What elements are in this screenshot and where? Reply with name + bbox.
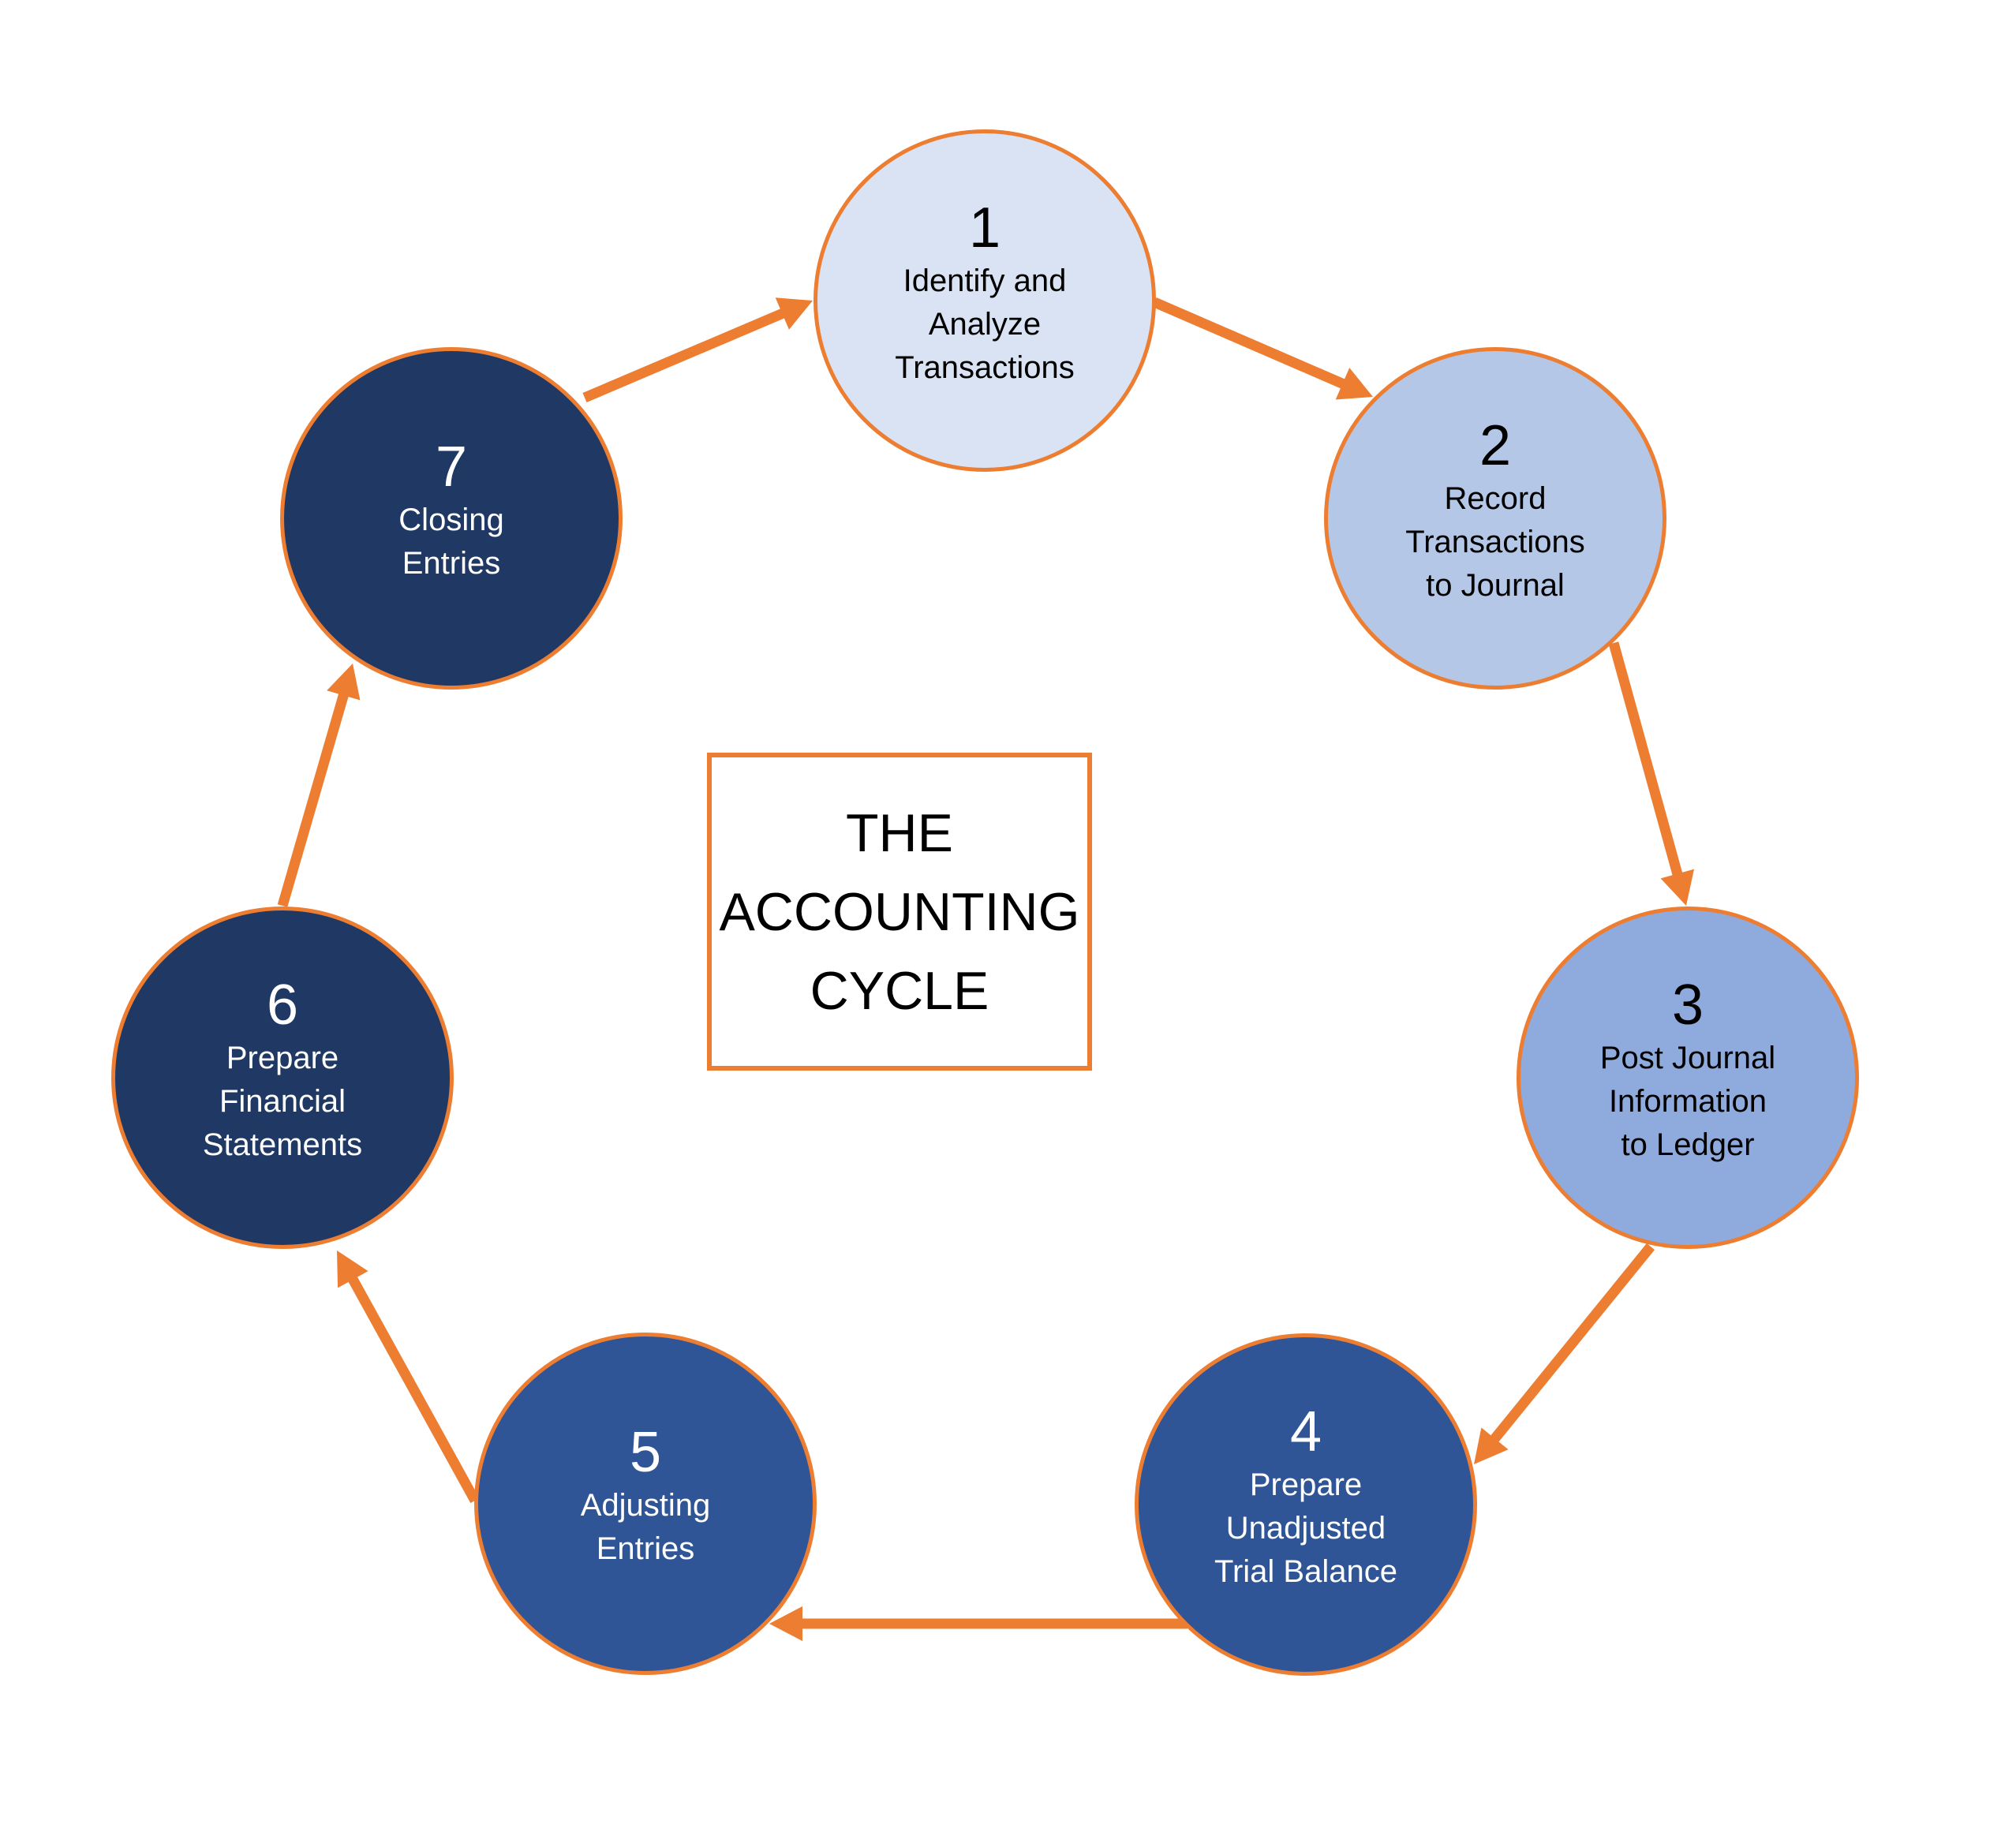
step-number: 7 xyxy=(435,436,468,499)
step-number: 5 xyxy=(629,1421,662,1484)
arrow-3-to-4 xyxy=(1474,1243,1655,1464)
arrow-1-to-2 xyxy=(1152,297,1373,400)
step-label: Record Transactions to Journal xyxy=(1405,480,1585,603)
arrowhead-icon xyxy=(769,1606,802,1641)
arrowhead-icon xyxy=(1474,1427,1509,1464)
step-number: 3 xyxy=(1671,973,1704,1037)
arrow-7-to-1 xyxy=(582,297,813,402)
arrowhead-icon xyxy=(1660,869,1695,906)
arrow-2-to-3 xyxy=(1608,641,1695,906)
title-box: THE ACCOUNTING CYCLE xyxy=(707,753,1092,1071)
arrowhead-icon xyxy=(1335,368,1373,400)
diagram-title: THE ACCOUNTING CYCLE xyxy=(719,802,1080,1021)
step-label: Prepare Unadjusted Trial Balance xyxy=(1214,1467,1397,1589)
step-label: Post Journal Information to Ledger xyxy=(1599,1040,1776,1162)
step-label: Identify and Analyze Transactions xyxy=(895,263,1075,385)
arrow-4-to-5 xyxy=(769,1606,1188,1641)
step-number: 2 xyxy=(1479,413,1512,477)
step-number: 4 xyxy=(1289,1400,1322,1464)
step-number: 1 xyxy=(968,196,1001,260)
arrowhead-icon xyxy=(775,297,813,330)
arrow-5-to-6 xyxy=(337,1250,480,1504)
step-label: Closing Entries xyxy=(398,503,504,581)
step-label: Prepare Financial Statements xyxy=(202,1040,363,1162)
step-number: 6 xyxy=(266,973,299,1037)
arrow-6-to-7 xyxy=(277,664,361,907)
arrowhead-icon xyxy=(327,664,361,701)
step-label: Adjusting Entries xyxy=(580,1488,711,1566)
arrowhead-icon xyxy=(337,1250,368,1288)
